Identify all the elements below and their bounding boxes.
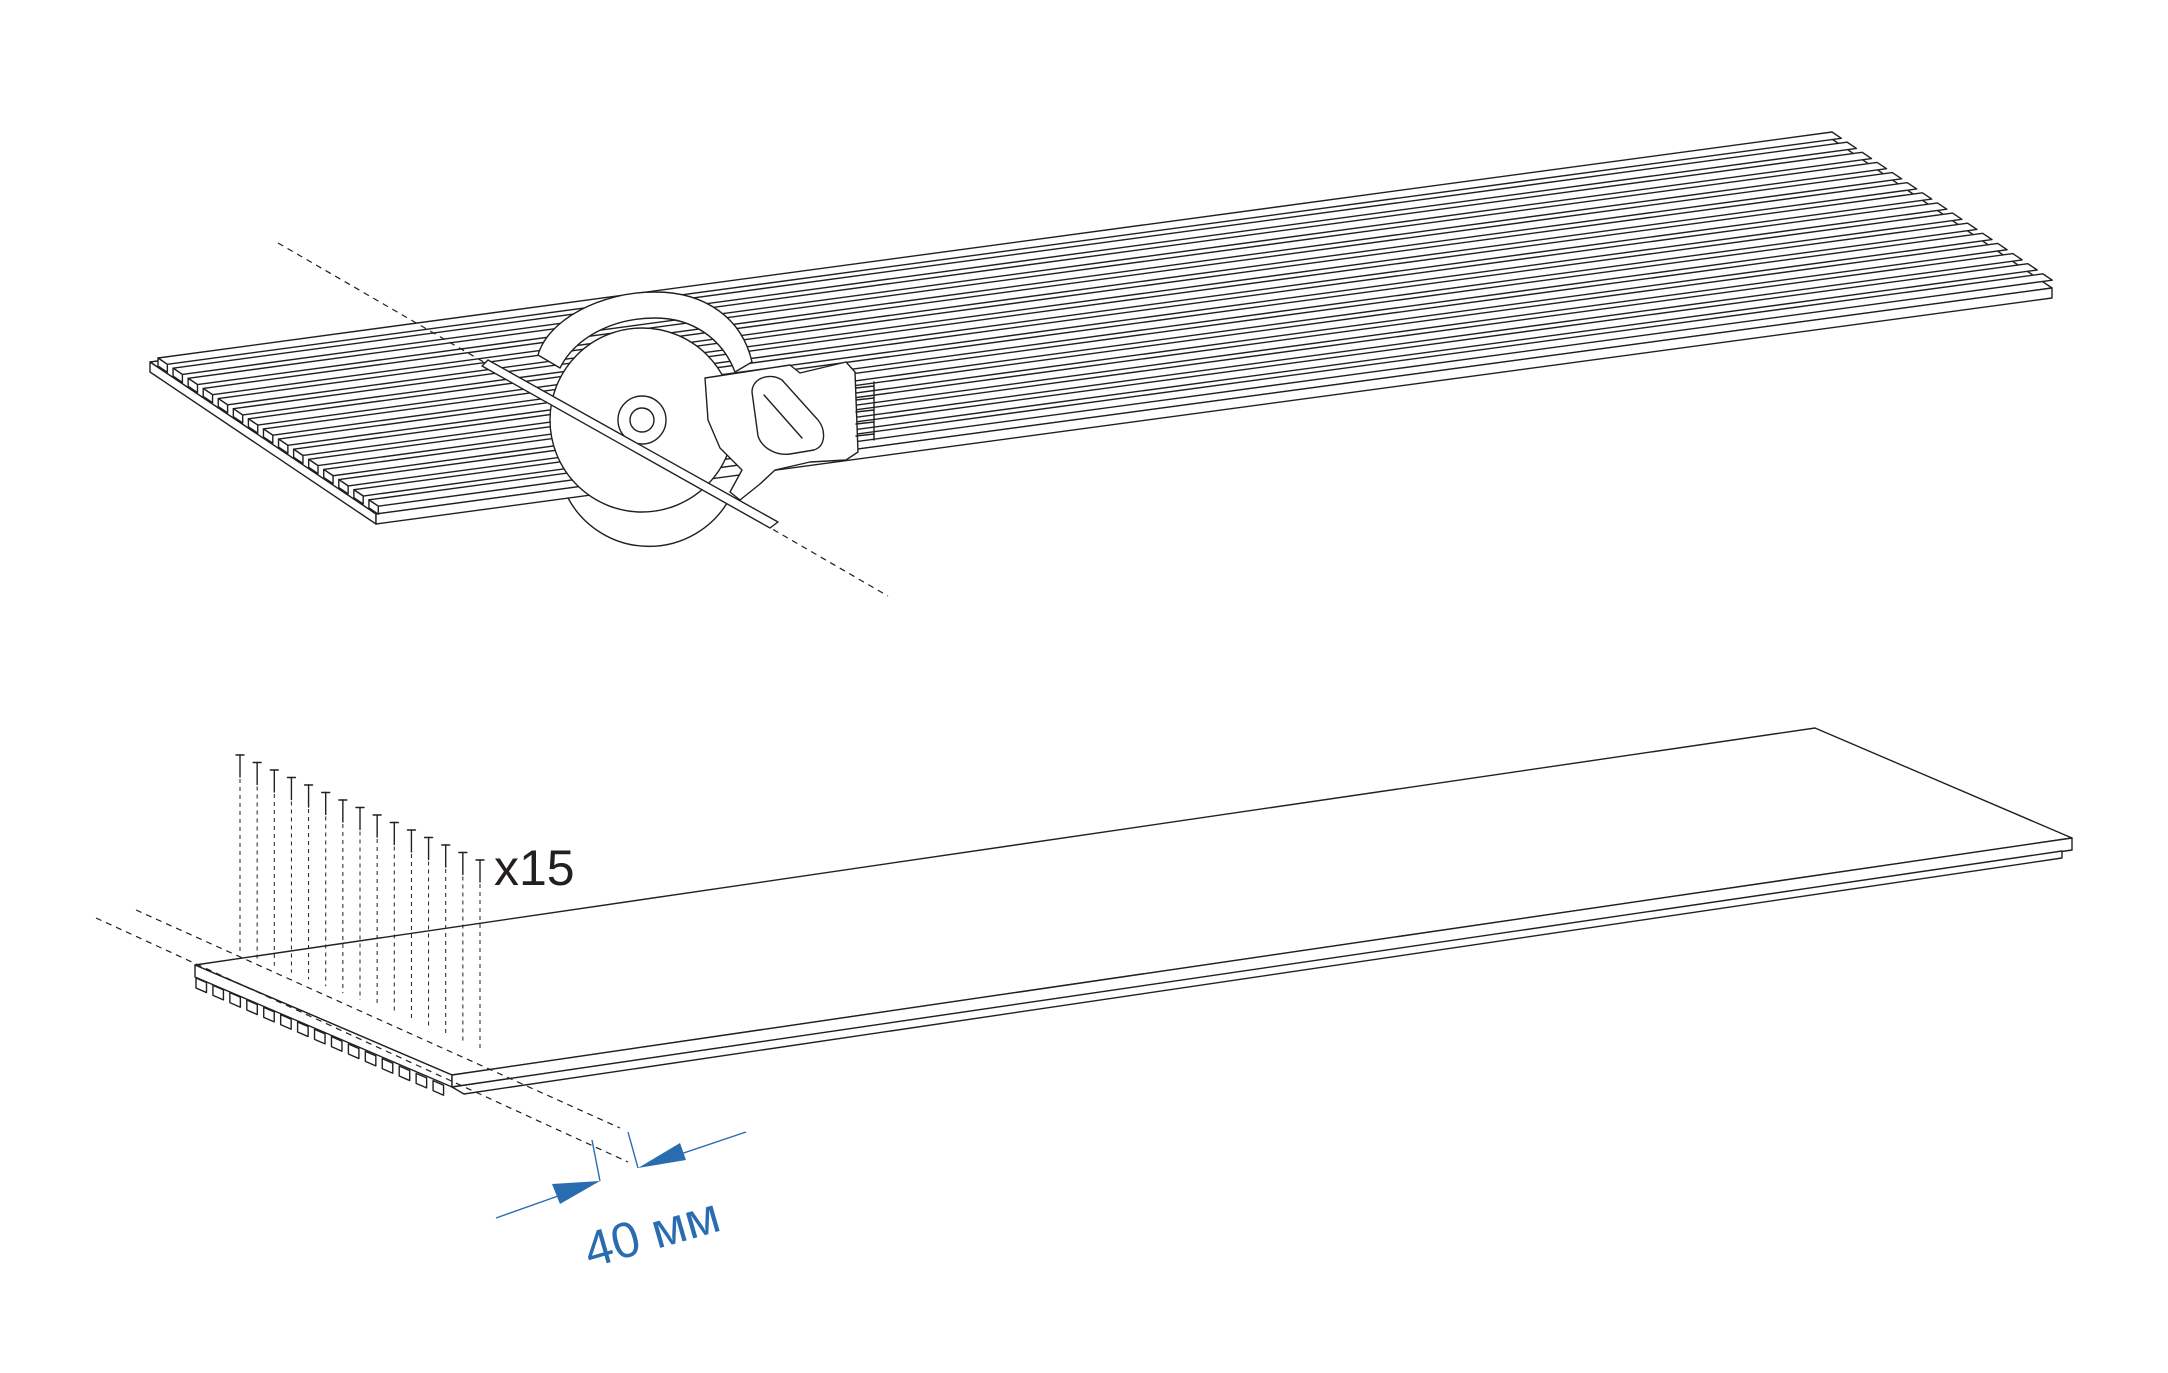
slat-end bbox=[247, 418, 259, 434]
bottom-panel-top-face bbox=[194, 727, 2073, 1076]
slat-end bbox=[368, 499, 379, 515]
slat-end bbox=[232, 407, 244, 424]
nail-icon bbox=[252, 761, 262, 786]
slat-end-group bbox=[195, 977, 445, 1096]
slat-end bbox=[347, 1043, 360, 1060]
slat-end bbox=[187, 377, 199, 394]
flat-panel-bottom bbox=[194, 727, 2073, 1096]
dimension-tick-right bbox=[627, 1131, 639, 1169]
nail-icon bbox=[303, 784, 314, 808]
offset-guide-line-1 bbox=[95, 917, 629, 1163]
nail-icon bbox=[423, 836, 434, 861]
nail-count-label: x15 bbox=[494, 840, 575, 896]
slat-end bbox=[313, 1028, 326, 1045]
slat-end bbox=[246, 999, 258, 1016]
nail-icon bbox=[286, 776, 297, 801]
slat-end bbox=[172, 367, 184, 384]
nail-icon bbox=[389, 821, 399, 846]
slat-end bbox=[202, 387, 214, 404]
slat-end bbox=[279, 1013, 292, 1030]
slat-end bbox=[292, 448, 304, 465]
slat-end bbox=[364, 1050, 377, 1067]
slat-end bbox=[229, 991, 242, 1008]
nail-icon bbox=[372, 814, 382, 838]
nail-icon bbox=[235, 754, 245, 778]
slat-end bbox=[212, 984, 225, 1001]
slat-end bbox=[381, 1057, 394, 1074]
slat-end bbox=[262, 428, 274, 444]
slat-end bbox=[157, 357, 169, 373]
nail-icon bbox=[458, 851, 468, 876]
slat-end bbox=[398, 1065, 411, 1082]
saw-blade-lower bbox=[567, 497, 731, 547]
saw-handle-detail bbox=[763, 394, 803, 439]
bottom-panel-underside bbox=[451, 850, 2063, 1095]
slat-end bbox=[277, 438, 289, 455]
dimension-40mm: 40 мм bbox=[495, 1131, 747, 1279]
slat-end bbox=[263, 1006, 275, 1023]
saw-guard bbox=[537, 291, 753, 373]
saw-arbor-inner bbox=[629, 407, 655, 433]
saw-base-plate bbox=[481, 359, 779, 529]
circular-saw-icon bbox=[481, 291, 875, 547]
slat-end bbox=[432, 1079, 445, 1096]
slat-end bbox=[195, 977, 208, 994]
saw-motor-fins bbox=[855, 381, 875, 441]
slat-end bbox=[353, 489, 364, 505]
slat-end bbox=[415, 1072, 428, 1089]
dimension-arrow-right-icon bbox=[638, 1143, 686, 1168]
dimension-tick-left bbox=[591, 1139, 601, 1182]
nail-group bbox=[235, 754, 485, 1048]
slat-end bbox=[338, 478, 349, 495]
nail-icon bbox=[355, 806, 365, 831]
dimension-arrow-left-icon bbox=[552, 1181, 600, 1204]
saw-handle bbox=[751, 375, 825, 455]
nail-icon bbox=[441, 844, 451, 868]
slat-end bbox=[330, 1035, 343, 1052]
nail-icon bbox=[321, 791, 331, 816]
slat-end bbox=[323, 468, 334, 485]
nail-icon bbox=[338, 799, 348, 823]
bottom-panel-side-edge bbox=[451, 837, 2073, 1088]
slatted-panel-top bbox=[149, 131, 2053, 525]
nail-icon bbox=[269, 769, 279, 793]
slat-end bbox=[307, 458, 319, 475]
slat-end bbox=[296, 1021, 309, 1038]
dimension-label: 40 мм bbox=[578, 1187, 726, 1279]
nail-icon bbox=[475, 859, 485, 883]
nail-icon bbox=[406, 829, 417, 853]
slat-end bbox=[217, 397, 229, 414]
offset-guide-line-2 bbox=[135, 909, 621, 1129]
